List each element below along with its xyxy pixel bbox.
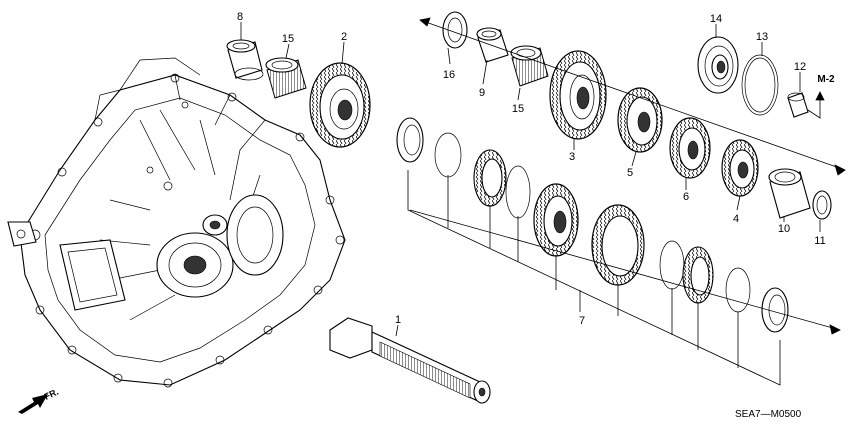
callout-13: 13 — [756, 31, 768, 43]
diagram-code: SEA7—M0500 — [735, 409, 802, 420]
reference-label: M-2 — [817, 74, 835, 85]
callout-2: 2 — [341, 31, 347, 43]
collar-part-8 — [226, 39, 264, 81]
callout-4: 4 — [733, 213, 739, 225]
callout-5: 5 — [627, 167, 633, 179]
transmission-housing — [7, 57, 346, 388]
gear-4 — [721, 139, 759, 197]
callout-15: 15 — [282, 33, 294, 45]
needle-bearing-15 — [265, 57, 307, 99]
gear-5 — [617, 87, 663, 153]
gear-6 — [669, 117, 711, 179]
callout-labels: 8 15 2 16 9 15 3 5 6 14 13 12 4 10 11 7 … — [237, 11, 826, 327]
callout-15b: 15 — [512, 103, 524, 115]
washer-11 — [812, 190, 832, 220]
direction-label: FR. — [43, 387, 60, 402]
ball-bearing-14 — [697, 36, 739, 94]
callout-8: 8 — [237, 11, 243, 23]
bushing-9 — [476, 27, 509, 63]
callout-7: 7 — [579, 315, 585, 327]
locknut-12 — [787, 92, 809, 118]
bushing-10 — [768, 168, 811, 219]
mainshaft — [329, 317, 491, 404]
callout-14: 14 — [710, 13, 722, 25]
gear-2 — [309, 62, 371, 148]
callout-16: 16 — [443, 69, 455, 81]
callout-6: 6 — [683, 191, 689, 203]
front-direction-arrow: FR. — [18, 387, 60, 414]
leader-lines — [240, 17, 846, 386]
callout-3: 3 — [569, 151, 575, 163]
needle-bearing-15b — [510, 45, 549, 87]
synchro-assembly-7 — [396, 117, 789, 333]
callout-9: 9 — [479, 87, 485, 99]
callout-1: 1 — [395, 314, 401, 326]
callout-12: 12 — [794, 61, 806, 73]
callout-11: 11 — [814, 235, 825, 247]
callout-10: 10 — [778, 223, 790, 235]
ring-16 — [442, 11, 468, 49]
gear-3 — [549, 50, 607, 140]
snap-ring-13 — [741, 54, 779, 116]
